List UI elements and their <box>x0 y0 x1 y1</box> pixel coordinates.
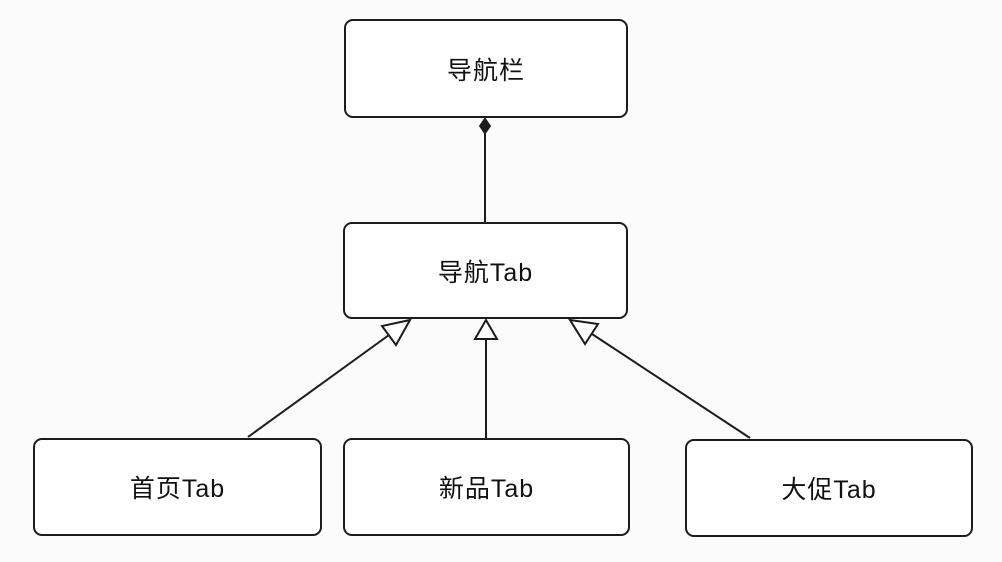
node-new-item-tab: 新品Tab <box>343 438 630 536</box>
node-home-tab: 首页Tab <box>33 438 322 536</box>
generalization-arrowhead <box>380 318 412 347</box>
node-home-tab-label: 首页Tab <box>129 475 226 503</box>
node-new-item-tab-label: 新品Tab <box>438 475 535 503</box>
edge-generalization-promo-navtab <box>568 318 751 439</box>
edge-composition-navtab-navbar <box>478 117 492 222</box>
generalization-arrowhead <box>568 318 600 346</box>
edge-generalization-newitem-navtab <box>473 318 499 438</box>
node-navbar-label: 导航栏 <box>446 56 525 85</box>
node-navtab: 导航Tab <box>343 222 628 319</box>
generalization-arrowhead <box>473 318 499 340</box>
edge-generalization-home-navtab <box>247 318 412 438</box>
node-navtab-label: 导航Tab <box>437 258 534 287</box>
node-navbar: 导航栏 <box>344 19 628 118</box>
node-promo-tab: 大促Tab <box>685 439 973 537</box>
composition-diamond <box>478 117 492 135</box>
node-promo-tab-label: 大促Tab <box>781 476 877 504</box>
